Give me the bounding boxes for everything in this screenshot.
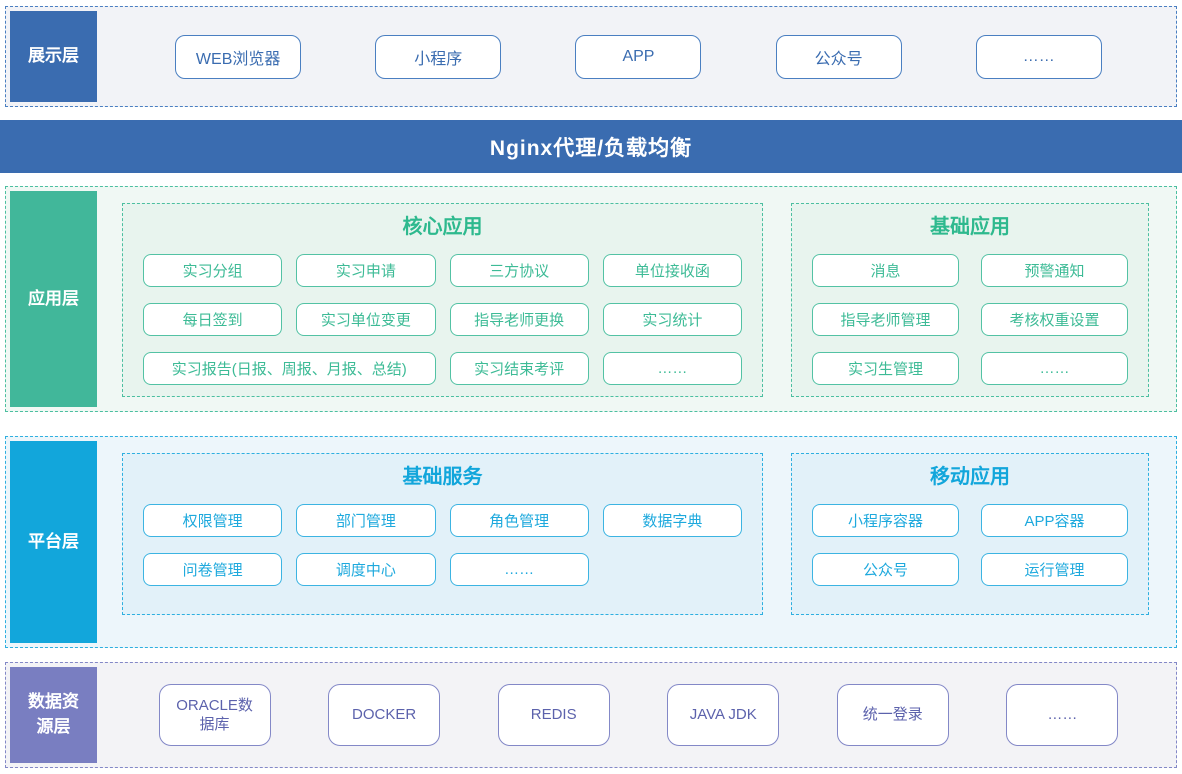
node-intern-management: 实习生管理 xyxy=(812,352,959,385)
node-alert-notification: 预警通知 xyxy=(981,254,1128,287)
node-data-dictionary: 数据字典 xyxy=(602,504,742,537)
application-layer-content: 核心应用 实习分组 实习申请 三方协议 单位接收函 每日签到 实习单位变更 指导… xyxy=(101,187,1176,411)
node-web-browser: WEB浏览器 xyxy=(175,34,302,79)
core-apps-title: 核心应用 xyxy=(402,216,483,238)
core-apps-group: 核心应用 实习分组 实习申请 三方协议 单位接收函 每日签到 实习单位变更 指导… xyxy=(122,203,763,397)
node-internship-unit-change: 实习单位变更 xyxy=(296,303,436,336)
mobile-apps-title: 移动应用 xyxy=(930,466,1010,488)
node-docker: DOCKER xyxy=(328,684,441,746)
node-assessment-weight-settings: 考核权重设置 xyxy=(981,303,1128,336)
presentation-layer-content: WEB浏览器 小程序 APP 公众号 …… xyxy=(101,7,1176,106)
node-role-management: 角色管理 xyxy=(449,504,589,537)
basic-apps-group: 基础应用 消息 预警通知 指导老师管理 考核权重设置 实习生管理 …… xyxy=(791,203,1149,397)
basic-services-grid: 权限管理 部门管理 角色管理 数据字典 问卷管理 调度中心 …… xyxy=(143,504,742,586)
basic-apps-title: 基础应用 xyxy=(930,216,1010,238)
data-resource-layer-label: 数据资源层 xyxy=(10,667,97,763)
basic-services-group: 基础服务 权限管理 部门管理 角色管理 数据字典 问卷管理 调度中心 …… xyxy=(122,453,763,615)
nginx-load-balancer-bar: Nginx代理/负载均衡 xyxy=(0,120,1182,173)
basic-services-title: 基础服务 xyxy=(402,466,483,488)
node-more-basic-services: …… xyxy=(449,553,589,586)
node-internship-reports: 实习报告(日报、周报、月报、总结) xyxy=(143,352,436,385)
application-layer: 应用层 核心应用 实习分组 实习申请 三方协议 单位接收函 每日签到 实习单位变… xyxy=(5,186,1177,412)
node-official-account-platform: 公众号 xyxy=(812,553,959,586)
application-layer-label: 应用层 xyxy=(10,191,97,407)
node-internship-application: 实习申请 xyxy=(296,254,436,287)
node-internship-grouping: 实习分组 xyxy=(143,254,283,287)
node-app: APP xyxy=(575,34,702,79)
node-unified-login: 统一登录 xyxy=(836,684,949,746)
platform-layer-label: 平台层 xyxy=(10,441,97,643)
node-java-jdk: JAVA JDK xyxy=(667,684,780,746)
node-oracle-database: ORACLE数据库 xyxy=(158,684,271,746)
node-advisor-change: 指导老师更换 xyxy=(449,303,589,336)
core-apps-grid: 实习分组 实习申请 三方协议 单位接收函 每日签到 实习单位变更 指导老师更换 … xyxy=(143,254,742,385)
node-tripartite-agreement: 三方协议 xyxy=(449,254,589,287)
node-more-data-resources: …… xyxy=(1006,684,1119,746)
platform-layer-content: 基础服务 权限管理 部门管理 角色管理 数据字典 问卷管理 调度中心 …… 移动… xyxy=(101,437,1176,647)
node-department-management: 部门管理 xyxy=(296,504,436,537)
data-resource-layer-content: ORACLE数据库 DOCKER REDIS JAVA JDK 统一登录 …… xyxy=(101,663,1176,767)
node-internship-statistics: 实习统计 xyxy=(602,303,742,336)
node-dispatch-center: 调度中心 xyxy=(296,553,436,586)
node-unit-acceptance-letter: 单位接收函 xyxy=(602,254,742,287)
data-resource-layer: 数据资源层 ORACLE数据库 DOCKER REDIS JAVA JDK 统一… xyxy=(5,662,1177,768)
node-official-account: 公众号 xyxy=(775,34,902,79)
node-operation-management: 运行管理 xyxy=(981,553,1128,586)
basic-apps-grid: 消息 预警通知 指导老师管理 考核权重设置 实习生管理 …… xyxy=(812,254,1128,385)
presentation-layer-label: 展示层 xyxy=(10,11,97,102)
node-daily-checkin: 每日签到 xyxy=(143,303,283,336)
node-mini-program: 小程序 xyxy=(375,34,502,79)
node-advisor-management: 指导老师管理 xyxy=(812,303,959,336)
node-miniprogram-container: 小程序容器 xyxy=(812,504,959,537)
node-more-core-apps: …… xyxy=(602,352,742,385)
mobile-apps-group: 移动应用 小程序容器 APP容器 公众号 运行管理 xyxy=(791,453,1149,615)
node-more-basic-apps: …… xyxy=(981,352,1128,385)
presentation-layer: 展示层 WEB浏览器 小程序 APP 公众号 …… xyxy=(5,6,1177,107)
node-permission-management: 权限管理 xyxy=(143,504,283,537)
platform-layer: 平台层 基础服务 权限管理 部门管理 角色管理 数据字典 问卷管理 调度中心 …… xyxy=(5,436,1177,648)
node-final-assessment: 实习结束考评 xyxy=(449,352,589,385)
mobile-apps-grid: 小程序容器 APP容器 公众号 运行管理 xyxy=(812,504,1128,586)
node-more-presentation: …… xyxy=(975,34,1102,79)
node-message: 消息 xyxy=(812,254,959,287)
node-questionnaire-management: 问卷管理 xyxy=(143,553,283,586)
node-redis: REDIS xyxy=(497,684,610,746)
node-app-container: APP容器 xyxy=(981,504,1128,537)
